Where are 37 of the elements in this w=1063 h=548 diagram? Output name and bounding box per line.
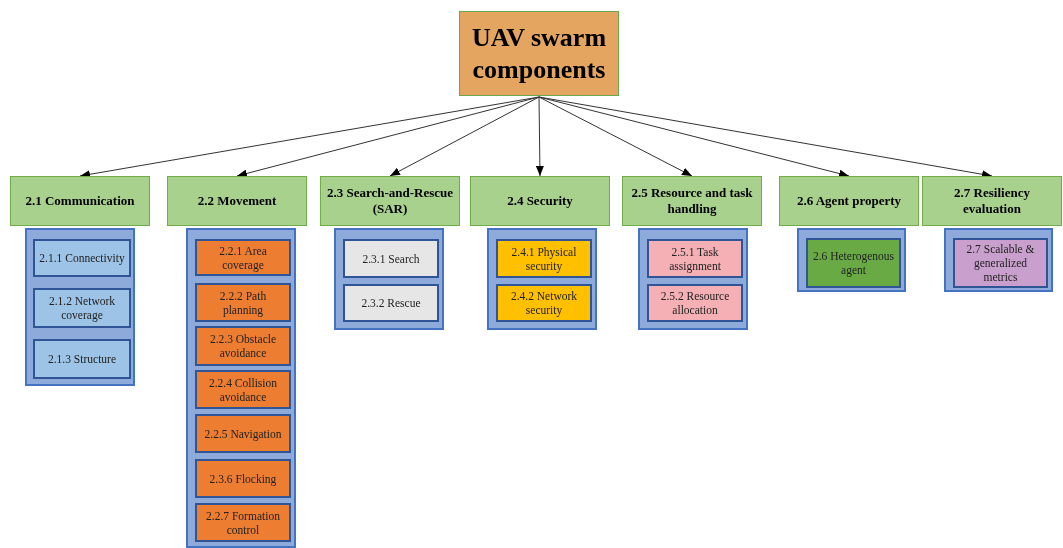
group-panel: [334, 228, 444, 330]
category-box: 2.5 Resource and task handling: [622, 176, 762, 226]
item-box: 2.2.2 Path planning: [195, 283, 291, 322]
group-panel: [944, 228, 1053, 292]
item-box: 2.5.2 Resource allocation: [647, 284, 743, 322]
item-box: 2.1.2 Network coverage: [33, 288, 131, 328]
item-box: 2.2.7 Formation control: [195, 503, 291, 542]
root-box: UAV swarm components: [459, 11, 619, 96]
group-panel: [25, 228, 135, 386]
item-box: 2.4.2 Network security: [496, 284, 592, 322]
item-box: 2.3.2 Rescue: [343, 284, 439, 322]
category-box: 2.6 Agent property: [779, 176, 919, 226]
category-box: 2.2 Movement: [167, 176, 307, 226]
item-box: 2.7 Scalable & generalized metrics: [953, 238, 1048, 288]
group-panel: [487, 228, 597, 330]
item-box: 2.3.1 Search: [343, 239, 439, 278]
arrow: [236, 96, 540, 178]
category-box: 2.3 Search-and-Rescue (SAR): [320, 176, 460, 226]
group-panel: [638, 228, 748, 330]
category-box: 2.4 Security: [470, 176, 610, 226]
category-box: 2.1 Communication: [10, 176, 150, 226]
item-box: 2.2.1 Area coverage: [195, 239, 291, 276]
group-panel: [186, 228, 296, 548]
arrow: [535, 96, 544, 177]
category-box: 2.7 Resiliency evaluation: [922, 176, 1062, 226]
item-box: 2.2.4 Collision avoidance: [195, 370, 291, 409]
item-box: 2.4.1 Physical security: [496, 239, 592, 278]
item-box: 2.1.1 Connectivity: [33, 239, 131, 277]
item-box: 2.1.3 Structure: [33, 339, 131, 379]
item-box: 2.5.1 Task assignment: [647, 239, 743, 278]
item-box: 2.2.3 Obstacle avoidance: [195, 326, 291, 366]
item-box: 2.2.5 Navigation: [195, 414, 291, 453]
item-box: 2.6 Heterogenous agent: [806, 238, 901, 288]
item-box: 2.3.6 Flocking: [195, 459, 291, 498]
arrow: [538, 96, 693, 177]
arrow: [389, 96, 540, 177]
group-panel: [797, 228, 906, 292]
